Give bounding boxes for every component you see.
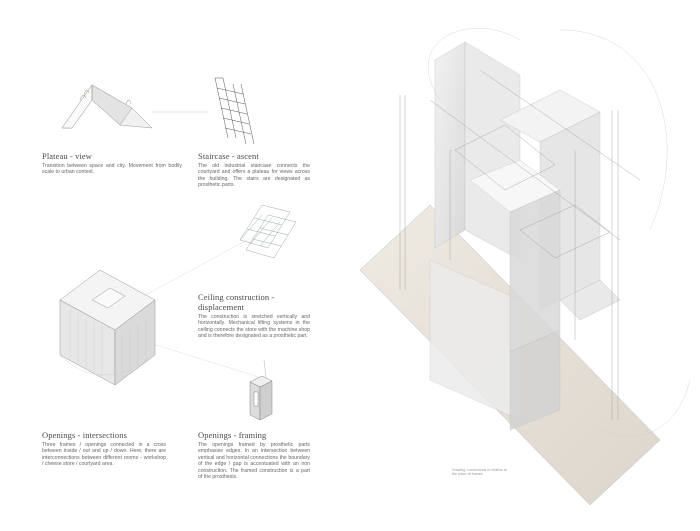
caption-ceiling: Ceiling construction - displacement The … [198,292,310,340]
main-axonometric-drawing [359,28,691,506]
intersections-drawing [59,269,156,386]
caption-framing-body: The openings framed by prosthetic parts … [198,442,310,481]
caption-intersections-body: Three frames / openings connected in a c… [42,442,166,468]
caption-staircase-title: Staircase - ascent [198,151,259,161]
caption-ceiling-body: The construction is stretched vertically… [198,314,310,340]
staircase-drawing [214,77,255,145]
framing-drawing [249,359,273,421]
plateau-drawing [61,84,208,129]
caption-framing: Openings - framing The openings framed b… [198,430,310,480]
caption-plateau-body: Transition between space and city. Movem… [42,163,182,176]
caption-staircase: Staircase - ascent The old industrial st… [198,151,310,189]
caption-intersections: Openings - intersections Three frames / … [42,430,166,468]
ceiling-truss-drawing [239,204,297,259]
drawing-note: Drawing: connections in relation to the … [452,468,507,477]
leader-lines [139,231,263,379]
caption-intersections-title: Openings - intersections [42,430,128,440]
caption-plateau-title: Plateau - view [42,151,93,161]
caption-ceiling-title: Ceiling construction - displacement [198,292,275,312]
caption-plateau: Plateau - view Transition between space … [42,151,182,176]
caption-framing-title: Openings - framing [198,430,267,440]
caption-staircase-body: The old industrial staircase connects th… [198,163,310,189]
